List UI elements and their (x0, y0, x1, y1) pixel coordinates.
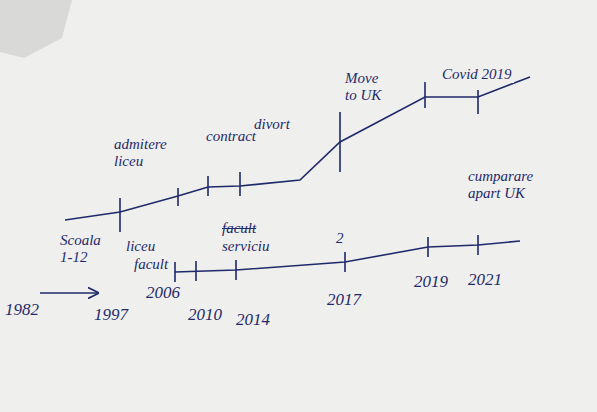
event-note: Covid 2019 (440, 66, 514, 83)
event-note: facult (132, 256, 170, 273)
life-curve (65, 77, 530, 220)
event-note: liceu (124, 238, 157, 255)
year-label: 1997 (92, 305, 130, 325)
year-label: 2010 (186, 305, 224, 325)
event-note: 2 (334, 230, 346, 247)
year-label: 1982 (3, 300, 41, 320)
year-label: 2019 (412, 272, 450, 292)
year-label: 2021 (466, 270, 504, 290)
paper-crease (0, 0, 72, 58)
event-note: admitere liceu (112, 136, 180, 171)
event-note: contract (204, 128, 258, 145)
year-label: 2017 (325, 290, 363, 310)
year-label: 2014 (234, 310, 272, 330)
event-note: Scoala 1-12 (58, 232, 116, 267)
event-note: cumparare apart UK (466, 168, 542, 203)
event-note: serviciu (220, 238, 271, 255)
event-note: Move to UK (343, 70, 393, 105)
start-arrow (40, 292, 98, 294)
year-label: 2006 (144, 283, 182, 303)
event-note: facult (220, 220, 258, 237)
event-note: divort (252, 116, 292, 133)
